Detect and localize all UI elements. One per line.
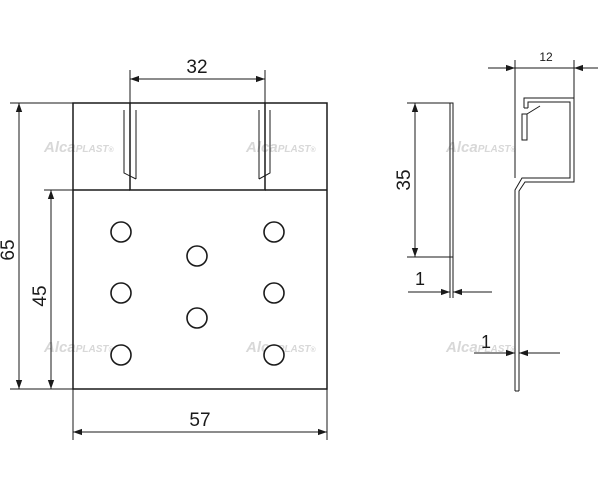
hook-profile-view xyxy=(514,97,575,392)
hook-profile-inner xyxy=(518,97,575,391)
mounting-hole xyxy=(263,344,285,366)
mounting-hole xyxy=(263,221,285,243)
watermark-logo: AlcaPLAST® xyxy=(245,139,316,156)
watermark-logo: AlcaPLAST® xyxy=(445,139,516,156)
dim-label-45: 45 xyxy=(30,285,51,306)
dimension-thickness-upper: 1 xyxy=(408,257,492,298)
dimension-height-35: 35 xyxy=(394,102,450,258)
thin-profile-view xyxy=(449,102,454,258)
dimension-thickness-lower: 1 xyxy=(474,332,560,357)
dim-label-1-lower: 1 xyxy=(481,332,491,352)
dimension-depth-12: 12 xyxy=(488,50,598,178)
dim-label-12: 12 xyxy=(539,50,553,64)
hook-lip-fold xyxy=(526,105,541,115)
hook-lip xyxy=(521,113,528,141)
dim-label-57: 57 xyxy=(189,410,210,431)
watermark-logo: AlcaPLAST® xyxy=(43,339,114,356)
mounting-hole xyxy=(110,221,132,243)
dim-label-32: 32 xyxy=(186,57,207,78)
mounting-hole xyxy=(263,282,285,304)
dim-label-1-upper: 1 xyxy=(415,269,425,289)
dimension-lower-height: 45 xyxy=(30,189,73,389)
dim-label-35: 35 xyxy=(394,169,415,190)
dimension-overall-height: 65 xyxy=(0,102,73,390)
dim-label-65: 65 xyxy=(0,239,19,260)
hook-profile-outer xyxy=(514,101,571,391)
mounting-hole xyxy=(110,344,132,366)
thin-profile xyxy=(449,102,454,258)
watermark-logo: AlcaPLAST® xyxy=(43,139,114,156)
tab-bend-right xyxy=(258,110,271,180)
watermark-group: AlcaPLAST® AlcaPLAST® AlcaPLAST® AlcaPLA… xyxy=(43,139,516,356)
mounting-hole xyxy=(186,245,208,267)
dimension-overall-width: 57 xyxy=(72,389,328,440)
tab-bend-left xyxy=(123,110,137,180)
mounting-hole xyxy=(186,307,208,329)
mounting-hole xyxy=(110,282,132,304)
dimension-top-width: 32 xyxy=(129,57,266,103)
